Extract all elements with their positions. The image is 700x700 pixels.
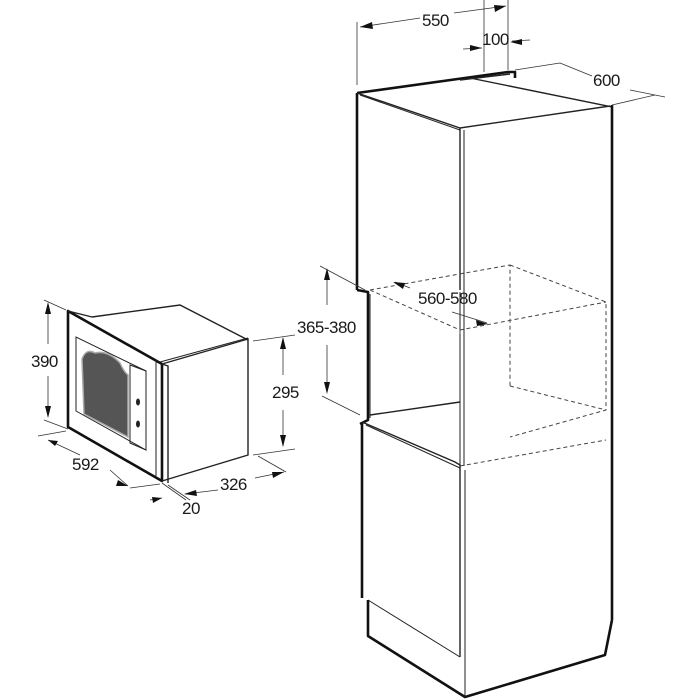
- label-niche-width: 560-580: [418, 289, 477, 308]
- label-microwave-height: 390: [31, 352, 58, 371]
- dimension-lines: [37, 0, 666, 503]
- label-microwave-depth: 326: [220, 475, 247, 494]
- label-rear-gap: 100: [482, 30, 509, 49]
- tall-cabinet: [355, 70, 614, 699]
- knob-icon: [136, 398, 140, 406]
- dimension-labels: 550 100 600 560-580 365-380 390 295 592 …: [31, 11, 620, 518]
- label-microwave-width: 592: [72, 455, 99, 474]
- microwave-window: [81, 350, 129, 439]
- knob-icon: [136, 420, 140, 428]
- label-frame-depth: 20: [182, 499, 200, 518]
- microwave-oven: [66, 304, 249, 483]
- label-cabinet-depth: 600: [593, 71, 620, 90]
- label-cabinet-top-width: 550: [422, 11, 449, 30]
- label-niche-height: 365-380: [297, 318, 356, 337]
- label-microwave-body-height: 295: [272, 383, 299, 402]
